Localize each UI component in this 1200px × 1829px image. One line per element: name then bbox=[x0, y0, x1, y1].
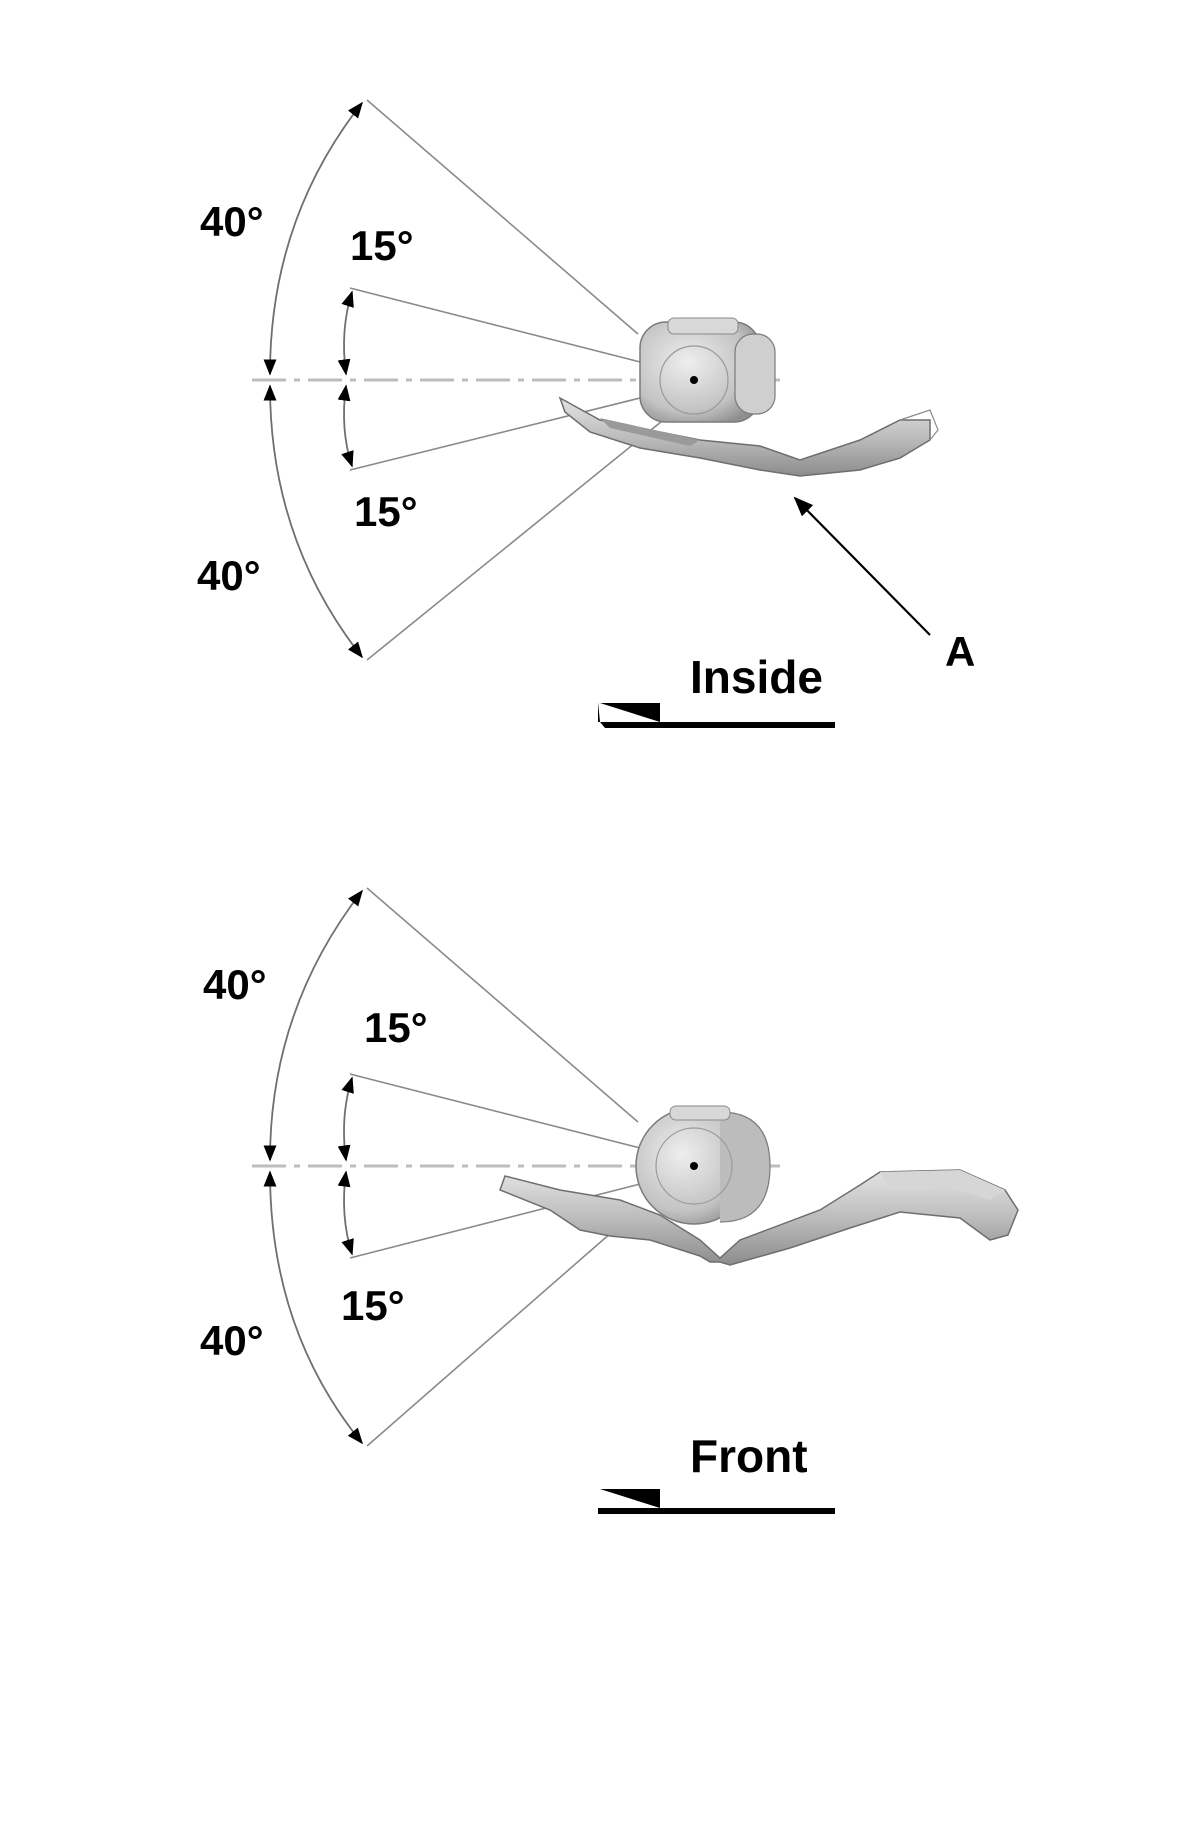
arc-15-upper bbox=[337, 290, 354, 376]
label-direction-inside: Inside bbox=[690, 651, 823, 703]
bottom-view: 40° 15° 15° 40° Front bbox=[200, 887, 1019, 1514]
label-direction-front: Front bbox=[690, 1430, 808, 1482]
arc-15-upper bbox=[337, 1076, 354, 1162]
callout-a-arrow bbox=[793, 496, 931, 636]
ray-15-upper bbox=[349, 1073, 641, 1149]
label-outer-lower-40: 40° bbox=[200, 1317, 264, 1364]
label-outer-upper-40: 40° bbox=[203, 961, 267, 1008]
ray-15-upper bbox=[349, 287, 641, 363]
label-inner-upper-15: 15° bbox=[364, 1004, 428, 1051]
label-inner-upper-15: 15° bbox=[350, 222, 414, 269]
arc-40-lower bbox=[263, 384, 364, 659]
ray-40-lower bbox=[366, 1231, 613, 1447]
direction-arrow-front bbox=[598, 1508, 835, 1514]
label-outer-lower-40: 40° bbox=[197, 552, 261, 599]
ray-40-upper bbox=[366, 887, 639, 1123]
arc-40-upper bbox=[263, 101, 364, 376]
arc-15-lower bbox=[337, 384, 354, 468]
label-outer-upper-40: 40° bbox=[200, 198, 264, 245]
ray-15-lower bbox=[349, 397, 641, 471]
ray-40-upper bbox=[366, 99, 639, 335]
label-callout-a: A bbox=[945, 628, 975, 675]
arc-15-lower bbox=[337, 1170, 354, 1256]
top-view: 40° 15° 15° 40° A Inside bbox=[197, 99, 975, 728]
component-top bbox=[558, 317, 939, 477]
component-bottom bbox=[499, 1105, 1019, 1266]
direction-arrow-inside bbox=[598, 702, 835, 728]
arc-40-upper bbox=[263, 889, 363, 1162]
label-inner-lower-15: 15° bbox=[341, 1282, 405, 1329]
arc-40-lower bbox=[263, 1170, 364, 1445]
label-inner-lower-15: 15° bbox=[354, 488, 418, 535]
